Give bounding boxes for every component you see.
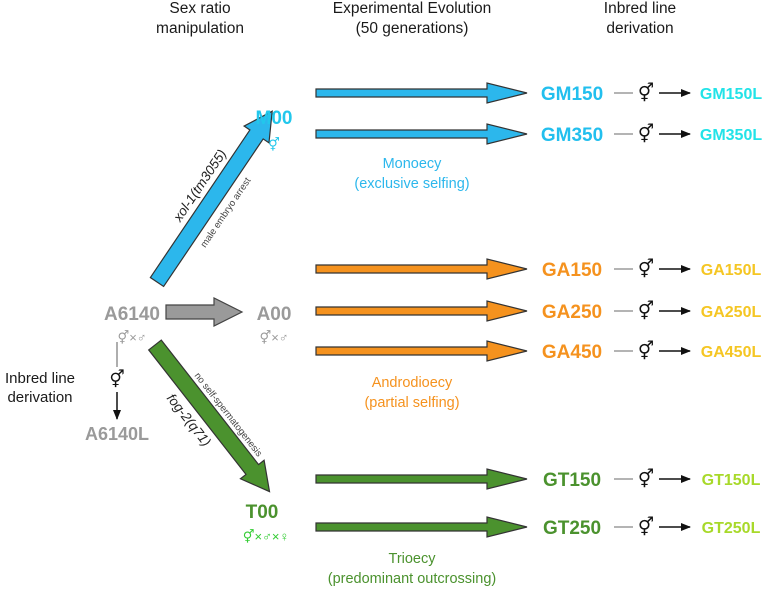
m00-manipulation-arrow	[149, 110, 273, 288]
hermaphrodite-icon: ⚥	[109, 369, 124, 389]
inbred-line-label: GA250L	[701, 304, 762, 321]
header-sex-ratio-line2: manipulation	[156, 20, 244, 37]
hermaphrodite-icon: ⚥	[638, 123, 654, 144]
evolved-population-label: GT150	[543, 470, 601, 491]
evolution-arrow	[315, 340, 528, 362]
evolved-population-label: GA450	[542, 342, 602, 363]
m00-label: M00	[256, 108, 293, 129]
evolution-arrow	[315, 82, 528, 104]
ancestor-inbred-label-line1: Inbred line	[5, 370, 75, 387]
inbred-line-label: GM150L	[700, 86, 762, 103]
hermaphrodite-icon: ⚥	[638, 300, 654, 321]
hermaphrodite-icon: ⚥	[638, 258, 654, 279]
trioecy-name: Trioecy	[389, 551, 437, 567]
hermaphrodite-icon: ⚥	[638, 340, 654, 361]
t00-mating-symbols: ⚥×♂×♀	[243, 529, 289, 544]
inbred-line-label: GT250L	[702, 520, 761, 537]
inbred-line-label: GA450L	[701, 344, 762, 361]
header-sex-ratio-line1: Sex ratio	[169, 0, 230, 17]
evolved-population-label: GM350	[541, 125, 603, 146]
header-inbred-line1: Inbred line	[604, 0, 676, 17]
m00-mating-symbols: ⚥	[268, 137, 280, 152]
hermaphrodite-icon: ⚥	[638, 82, 654, 103]
inbred-line-label: GA150L	[701, 262, 762, 279]
monoecy-mode: (exclusive selfing)	[354, 176, 469, 192]
evolution-arrow	[315, 468, 528, 490]
inbred-line-label: GM350L	[700, 127, 762, 144]
evolution-rows: GM150 ⚥ GM150L GM350 ⚥ GM350L GA150 ⚥ GA150L GA25…	[315, 82, 762, 539]
header-inbred-line2: derivation	[606, 20, 673, 37]
hermaphrodite-icon: ⚥	[638, 516, 654, 537]
inbred-line-label: GT150L	[702, 472, 761, 489]
monoecy-name: Monoecy	[383, 156, 443, 172]
header-evolution-line2: (50 generations)	[356, 20, 469, 37]
hermaphrodite-icon: ⚥	[638, 468, 654, 489]
ancestor-mating-symbols: ⚥×♂	[117, 330, 146, 345]
ancestor-label: A6140	[104, 304, 160, 325]
t00-label: T00	[246, 502, 279, 523]
t00-manipulation-arrow	[147, 339, 271, 493]
androdioecy-name: Androdioecy	[372, 375, 453, 391]
evolved-population-label: GA250	[542, 302, 602, 323]
evolution-arrow	[315, 123, 528, 145]
ancestor-to-a00-arrow	[165, 297, 244, 327]
ancestor-inbred-line: A6140L	[85, 424, 149, 444]
a00-label: A00	[257, 304, 292, 325]
t00-manipulation-arrow-group: no self-spermatogenesis fog-2(q71)	[147, 339, 271, 493]
evolved-population-label: GM150	[541, 84, 603, 105]
header-evolution-line1: Experimental Evolution	[333, 0, 492, 17]
evolved-population-label: GA150	[542, 260, 602, 281]
evolution-arrow	[315, 258, 528, 280]
ancestor-inbred-label-line2: derivation	[7, 389, 72, 406]
a00-mating-symbols: ⚥×♂	[259, 330, 288, 345]
androdioecy-mode: (partial selfing)	[364, 395, 459, 411]
evolved-population-label: GT250	[543, 518, 601, 539]
evolution-arrow	[315, 300, 528, 322]
trioecy-mode: (predominant outcrossing)	[328, 571, 496, 587]
evolution-arrow	[315, 516, 528, 538]
